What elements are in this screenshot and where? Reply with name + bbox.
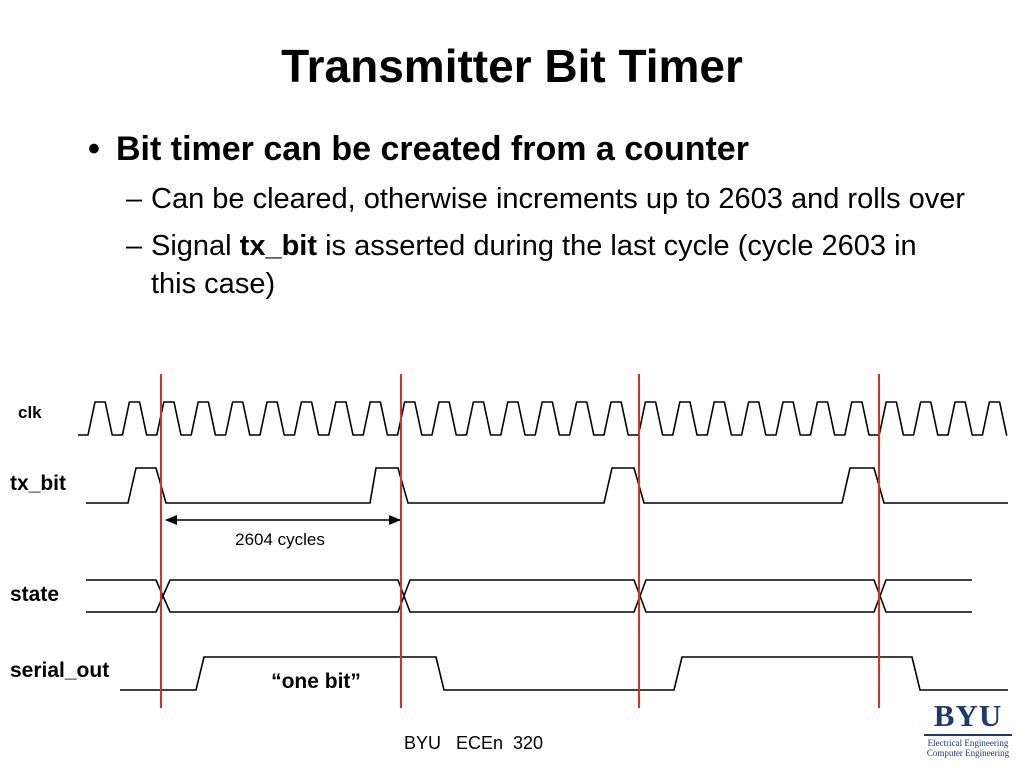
subbullet-mark: –	[126, 182, 143, 215]
byu-logo-department-1: Electrical Engineering	[927, 738, 1009, 748]
serial-out-waveform	[120, 656, 1008, 691]
signal-label-tx-bit: tx_bit	[10, 472, 66, 495]
byu-logo-word: BYU	[933, 698, 1003, 733]
subbullet-clear-text: Can be cleared, otherwise increments up …	[151, 182, 966, 215]
byu-logo-department-2: Computer Engineering	[926, 748, 1010, 759]
bullet-list: • Bit timer can be created from a counte…	[88, 128, 968, 304]
subbullet-txbit-signal: tx_bit	[239, 230, 318, 263]
subbullet-txbit-post: is asserted during the last cycle (cycle…	[151, 230, 917, 300]
byu-logo-rule	[924, 734, 1012, 736]
subbullet-clear: – Can be cleared, otherwise increments u…	[88, 181, 968, 219]
bullet-mark: •	[88, 130, 100, 168]
bit-boundary-markers	[160, 374, 880, 708]
slide-footer: BYU ECEn 320	[404, 733, 544, 753]
clk-waveform	[78, 401, 1008, 436]
one-bit-label: “one bit”	[271, 670, 361, 693]
slide-title: Transmitter Bit Timer	[281, 40, 743, 92]
tx-bit-waveform	[86, 467, 1008, 504]
subbullet-mark: –	[126, 230, 143, 263]
subbullet-txbit-pre: Signal	[151, 230, 240, 263]
signal-label-serial-out: serial_out	[10, 659, 109, 682]
signal-label-state: state	[10, 583, 59, 606]
bullet-main-text: Bit timer can be created from a counter	[116, 130, 749, 168]
state-bus-waveform	[86, 579, 972, 613]
subbullet-txbit: – Signal tx_bit is asserted during the l…	[88, 228, 968, 303]
timing-diagram: clk tx_bit state serial_out 2604 cycles …	[10, 374, 1008, 708]
bullet-main: • Bit timer can be created from a counte…	[88, 128, 968, 171]
cycle-span-label: 2604 cycles	[235, 530, 325, 549]
signal-label-clk: clk	[18, 403, 42, 422]
byu-logo: BYU Electrical Engineering Computer Engi…	[922, 700, 1014, 759]
